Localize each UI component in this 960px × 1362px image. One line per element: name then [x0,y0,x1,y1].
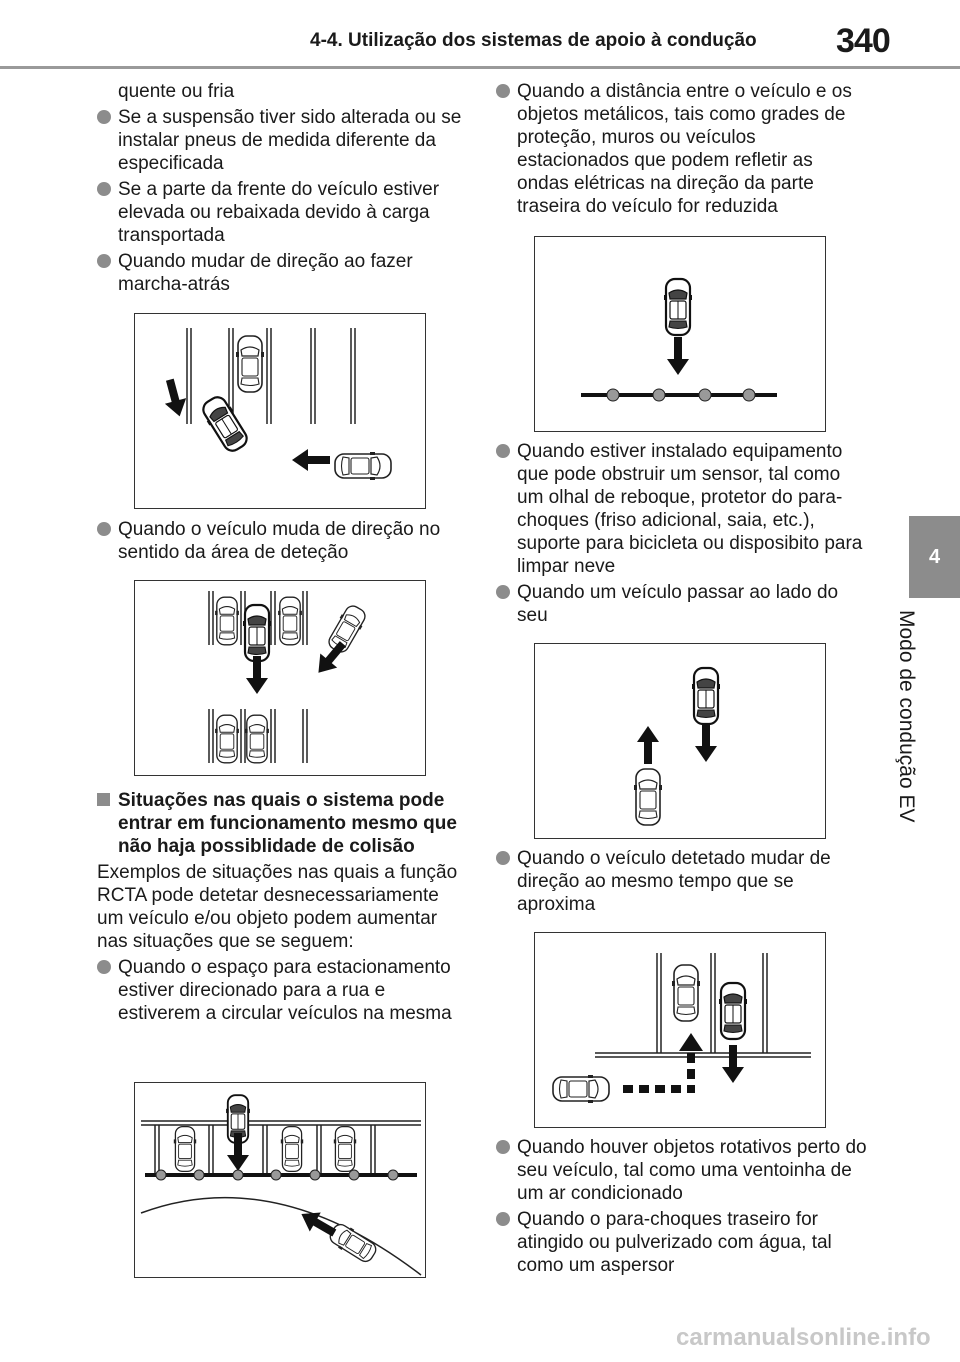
section-heading: Situações nas quais o sistema pode entra… [97,789,469,858]
right-column-top: Quando a distância entre o veículo e os … [496,80,868,221]
figure-street-parking-drawing [140,1094,422,1276]
figure-metal-objects [534,236,826,432]
bullet-detected-vehicle-turning: Quando o veículo detetado mudar de direç… [496,847,868,916]
figure-vehicle-passing-drawing [633,666,722,826]
figure-direction-change-drawing [208,591,370,764]
section-intro: Exemplos de situações nas quais a função… [97,862,458,952]
intro-continuation: quente ou fria [118,81,235,102]
figure-detected-vehicle-turning [534,932,826,1128]
figure-street-parking [134,1082,426,1278]
figure-reversing-turn-drawing [159,328,392,481]
header-divider [0,66,960,69]
page-header-title: 4-4. Utilização dos sistemas de apoio à … [310,30,757,51]
figure-direction-change [134,580,426,776]
watermark: carmanualsonline.info [676,1324,931,1351]
figure-vehicle-passing [534,643,826,839]
bullet-direction-change: Quando o veículo muda de direção no sent… [97,518,467,564]
left-column-top: quente ou fria Se a suspensão tiver sido… [97,80,467,299]
bullet-reversing-turn: Quando mudar de direção ao fazer marcha-… [97,250,467,296]
right-column-lower: Quando o veículo detetado mudar de direç… [496,847,868,919]
bullet-bumper-water: Quando o para-choques traseiro for ating… [496,1208,868,1277]
bullet-rotating-objects: Quando houver objetos rotativos perto do… [496,1136,868,1205]
chapter-title-vertical: Modo de condução EV [895,610,942,850]
chapter-number: 4 [928,546,941,568]
bullet-sensor-obstruction: Quando estiver instalado equipamento que… [496,440,868,578]
bullet-suspension: Se a suspensão tiver sido alterada ou se… [97,106,467,175]
right-column-mid: Quando estiver instalado equipamento que… [496,440,868,630]
bullet-metal-objects: Quando a distância entre o veículo e os … [496,80,868,218]
chapter-tab: 4 [909,516,960,598]
left-column-section: Situações nas quais o sistema pode entra… [97,785,469,1028]
figure-reversing-turn [134,313,426,509]
bullet-vehicle-height: Se a parte da frente do veículo estiver … [97,178,467,247]
bullet-street-parking: Quando o espaço para estacionamento esti… [97,956,469,1025]
left-column-mid: Quando o veículo muda de direção no sent… [97,518,467,567]
bullet-vehicle-passing: Quando um veículo passar ao lado do seu [496,581,868,627]
figure-metal-objects-drawing [581,277,777,402]
figure-detected-vehicle-turning-drawing [552,953,811,1104]
right-column-bottom: Quando houver objetos rotativos perto do… [496,1136,868,1280]
chapter-title: Modo de condução EV [895,610,918,823]
page-number: 340 [836,22,891,60]
